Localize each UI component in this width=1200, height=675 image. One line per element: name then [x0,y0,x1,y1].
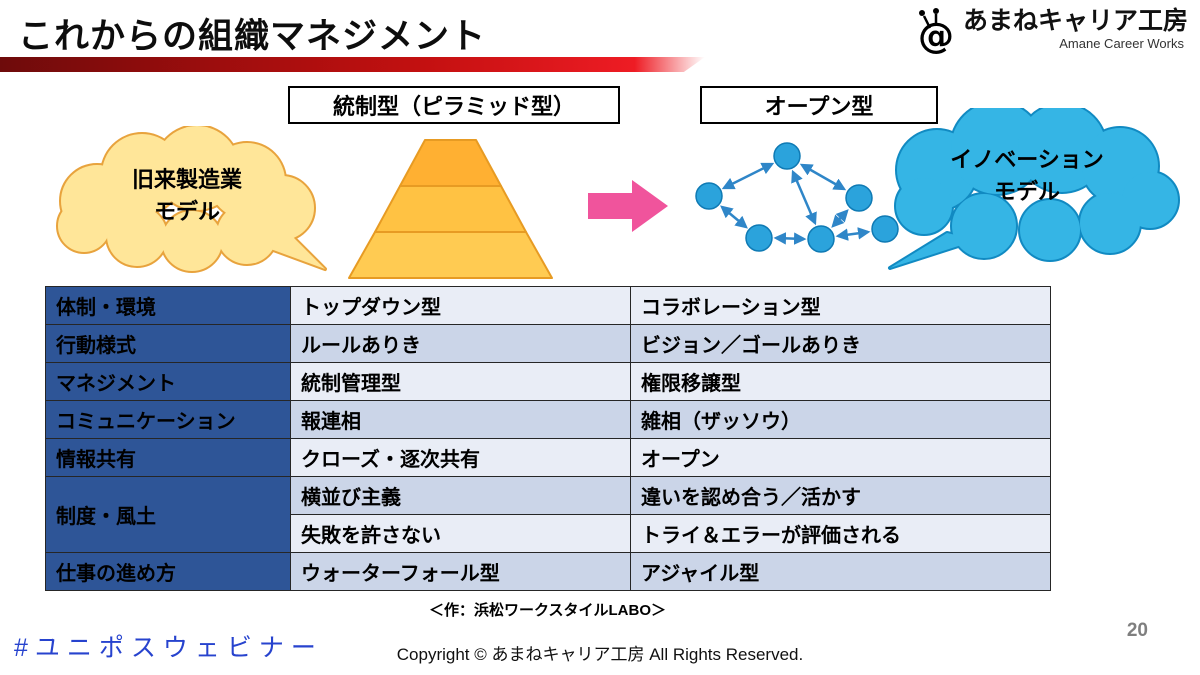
row-header: 行動様式 [45,324,291,363]
table-row: 行動様式 ルールありき ビジョン／ゴールありき [45,324,1051,363]
label-open-type: オープン型 [700,86,938,124]
cell-open: 権限移譲型 [630,362,1051,401]
page-title: これからの組織マネジメント [18,17,487,56]
cell-open: アジャイル型 [630,552,1051,591]
page-number: 20 [1126,620,1148,641]
cell-open: 違いを認め合う／活かす [630,476,1051,515]
webinar-hashtag: #ユニポスウェビナー [14,634,323,662]
snail-at-icon: @ [918,8,954,54]
title-underline-bar [0,57,705,72]
transform-right-arrow-icon [588,180,668,237]
open-network-graph-icon [672,136,907,261]
copyright-text: Copyright © あまねキャリア工房 All Rights Reserve… [396,645,804,664]
cell-open: ビジョン／ゴールありき [630,324,1051,363]
logo-text: あまねキャリア工房 Amane Career Works [962,7,1188,51]
row-header: 体制・環境 [45,286,291,325]
pyramid-icon [348,139,553,279]
cell-open: トライ＆エラーが評価される [630,514,1051,553]
row-header: 仕事の進め方 [45,552,291,591]
row-header: 情報共有 [45,438,291,477]
logo-subtitle: Amane Career Works [1059,35,1184,51]
cell-pyramid: クローズ・逐次共有 [290,438,631,477]
comparison-table: 体制・環境 トップダウン型 コラボレーション型 行動様式 ルールありき ビジョン… [45,286,1051,591]
table-row: 情報共有 クローズ・逐次共有 オープン [45,438,1051,477]
label-pyramid-type: 統制型（ピラミッド型） [288,86,620,124]
row-header: マネジメント [45,362,291,401]
cell-pyramid: 統制管理型 [290,362,631,401]
cell-pyramid: ウォーターフォール型 [290,552,631,591]
innovation-model-cloud: イノベーション モデル [872,100,1182,273]
cloud-callout-icon [888,100,1180,270]
table-row: マネジメント 統制管理型 権限移譲型 [45,362,1051,401]
svg-text:@: @ [918,16,954,54]
company-logo: @ あまねキャリア工房 Amane Career Works [913,7,1188,54]
table-row: 制度・風土 横並び主義 違いを認め合う／活かす [45,476,1051,553]
cell-open: オープン [630,438,1051,477]
cell-pyramid: トップダウン型 [290,286,631,325]
row-header: コミュニケーション [45,400,291,439]
cloud-callout-icon [56,124,327,273]
cell-open: 雑相（ザッソウ） [630,400,1051,439]
row-header: 制度・風土 [45,476,291,553]
table-row: 失敗を許さない トライ＆エラーが評価される [46,514,1051,553]
legacy-model-cloud: 旧来製造業 モデル [42,124,332,276]
pyramid-shape [335,136,565,286]
table-source-caption: ＜作：浜松ワークスタイルLABO＞ [428,602,667,619]
cell-pyramid: 横並び主義 [290,476,631,515]
cell-open: コラボレーション型 [630,286,1051,325]
cell-pyramid: 失敗を許さない [290,514,631,553]
table-row: コミュニケーション 報連相 雑相（ザッソウ） [45,400,1051,439]
table-row: 体制・環境 トップダウン型 コラボレーション型 [45,286,1051,325]
innovation-model-label: イノベーション モデル [950,147,1104,204]
cell-pyramid: 報連相 [290,400,631,439]
cell-pyramid: ルールありき [290,324,631,363]
logo-name: あまねキャリア工房 [962,7,1188,35]
legacy-model-label: 旧来製造業 モデル [131,167,242,224]
table-row: 仕事の進め方 ウォーターフォール型 アジャイル型 [45,552,1051,591]
